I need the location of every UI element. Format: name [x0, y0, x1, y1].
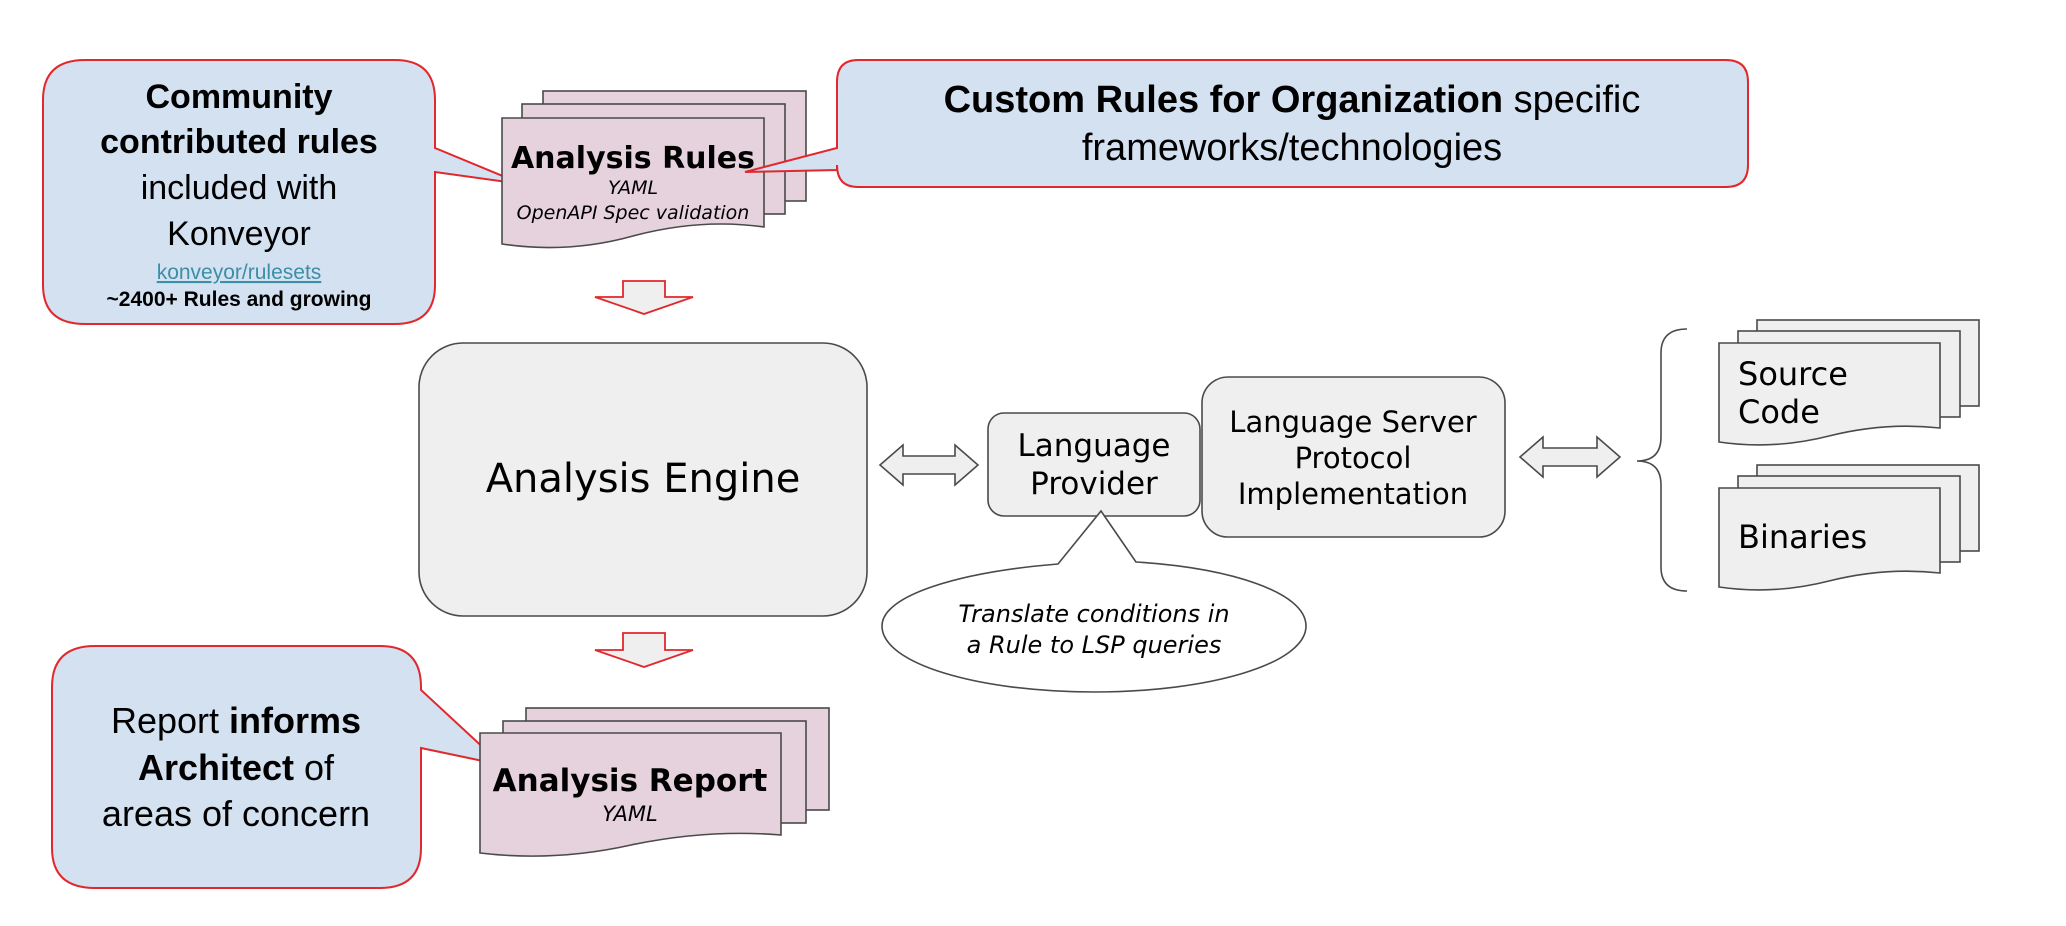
down-arrow-icon — [594, 280, 694, 315]
custom-rules-callout: Custom Rules for Organization specific f… — [744, 59, 1749, 188]
provider-note-bubble: Translate conditions in a Rule to LSP qu… — [881, 509, 1307, 693]
report-callout: Report informs Architect of areas of con… — [51, 645, 506, 889]
binaries-label: Binaries — [1738, 518, 1867, 556]
left-brace-icon — [1636, 328, 1688, 592]
lsp-line1: Language Server — [1229, 405, 1477, 439]
community-title-line2: contributed rules — [100, 123, 378, 161]
community-rules-callout: Community contributed rules included wit… — [42, 59, 523, 325]
lsp-implementation-node: Language Server Protocol Implementation — [1201, 376, 1506, 538]
language-provider-line2: Provider — [1030, 466, 1158, 502]
lsp-line3: Implementation — [1238, 477, 1468, 511]
binaries-document: Binaries — [1718, 464, 1980, 591]
analysis-rules-validation: OpenAPI Spec validation — [517, 202, 750, 224]
provider-note-line1: Translate conditions in — [958, 600, 1229, 628]
analysis-rules-title: Analysis Rules — [511, 141, 755, 176]
source-code-line1: Source — [1738, 355, 1848, 393]
language-provider-line1: Language — [1018, 428, 1171, 464]
provider-note-shape — [881, 509, 1307, 693]
down-arrow-icon — [594, 632, 694, 668]
double-arrow-icon — [1518, 435, 1622, 479]
community-text-line4: Konveyor — [167, 215, 311, 253]
analysis-report-format: YAML — [602, 802, 657, 826]
source-code-line2: Code — [1738, 393, 1820, 431]
community-callout-shape — [42, 59, 523, 325]
custom-rules-line1: Custom Rules for Organization specific — [944, 79, 1641, 121]
analysis-rules-format: YAML — [608, 177, 658, 199]
rules-count: ~2400+ Rules and growing — [107, 288, 372, 311]
language-provider-node: Language Provider — [987, 412, 1201, 517]
custom-callout-shape — [744, 59, 1749, 188]
double-arrow-icon — [878, 443, 980, 487]
provider-note-line2: a Rule to LSP queries — [967, 631, 1222, 659]
community-text-line3: included with — [141, 169, 338, 207]
analysis-rules-document: Analysis Rules YAML OpenAPI Spec validat… — [501, 90, 807, 249]
analysis-report-title: Analysis Report — [493, 763, 768, 799]
report-callout-line3: areas of concern — [102, 793, 370, 834]
analysis-report-document: Analysis Report YAML — [479, 707, 830, 857]
custom-rules-line2: frameworks/technologies — [1082, 127, 1502, 169]
analysis-engine-label: Analysis Engine — [486, 456, 801, 502]
report-callout-shape — [51, 645, 506, 889]
rulesets-link[interactable]: konveyor/rulesets — [157, 261, 322, 284]
lsp-line2: Protocol — [1295, 441, 1412, 475]
report-callout-line1: Report informs — [111, 700, 361, 741]
community-title-line1: Community — [146, 78, 333, 116]
analysis-engine-node: Analysis Engine — [418, 342, 868, 617]
source-code-document: Source Code — [1718, 319, 1980, 446]
report-callout-line2: Architect of — [138, 747, 335, 788]
